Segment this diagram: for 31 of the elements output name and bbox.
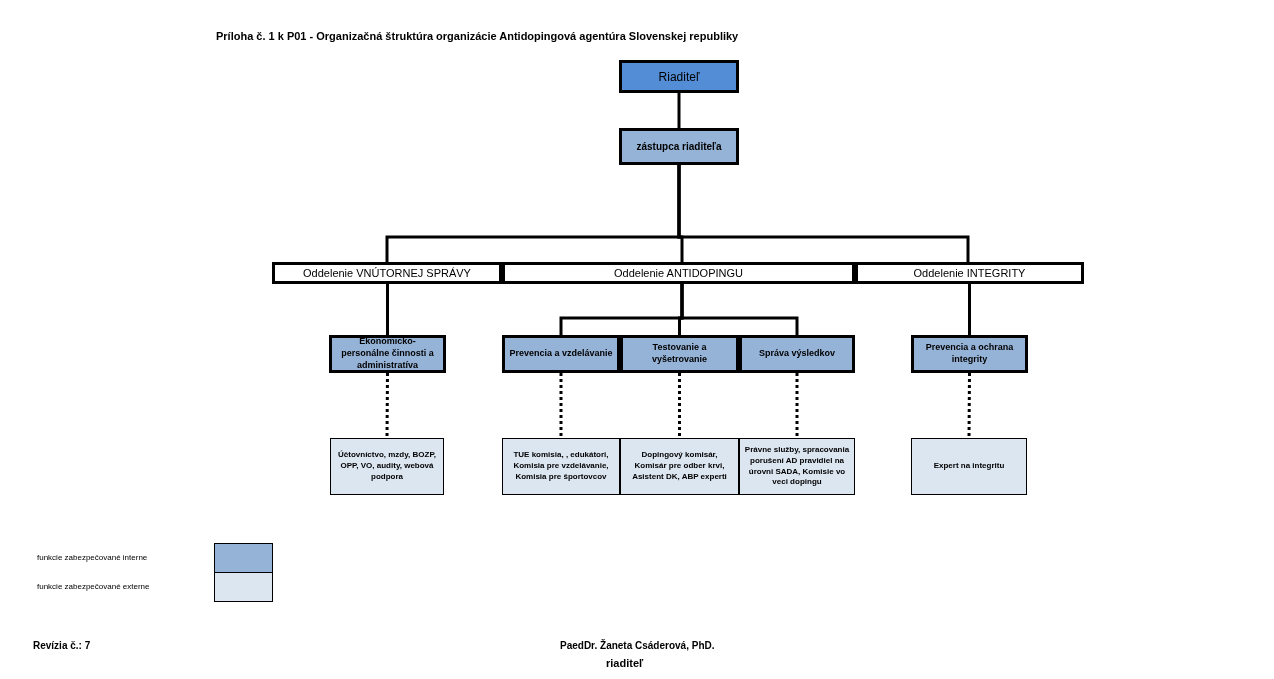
legend-text: funkcie zabezpečované interne	[37, 552, 148, 564]
signatory-name: PaedDr. Žaneta Csáderová, PhD.	[560, 638, 715, 653]
signatory-role: riaditeľ	[606, 656, 644, 671]
title: Príloha č. 1 k P01 - Organizačná štruktúra organizácie Antidopingová agentúra Slovenskej republiky	[216, 29, 739, 44]
revision-note: Revízia č.: 7	[33, 639, 91, 653]
director-box: Riaditeľ	[619, 60, 739, 93]
dashed-connector	[678, 373, 681, 438]
department-box: Oddelenie VNÚTORNEJ SPRÁVY	[272, 262, 502, 284]
unit-box: Ekonomicko-personálne činnosti a administratíva	[329, 335, 446, 373]
department-box: Oddelenie ANTIDOPINGU	[502, 262, 855, 284]
dashed-connector	[967, 373, 971, 438]
external-function-box: TUE komisia, , edukátori, Komisia pre vzdelávanie, Komisia pre športovcov	[502, 438, 620, 495]
unit-box: Prevencia a ochrana integrity	[911, 335, 1028, 373]
dashed-connector	[385, 373, 389, 438]
legend-text: funkcie zabezpečované externe	[37, 581, 150, 593]
deputy-box: zástupca riaditeľa	[619, 128, 739, 165]
dashed-connector	[795, 373, 799, 438]
external-function-box: Právne služby, spracovania porušení AD pravidiel na úrovni SADA, Komisie vo veci dopingu	[739, 438, 855, 495]
connector-line	[677, 165, 970, 262]
external-function-box: Účtovníctvo, mzdy, BOZP, OPP, VO, audity, webová podpora	[330, 438, 444, 495]
unit-box: Prevencia a vzdelávanie	[502, 335, 620, 373]
unit-box: Správa výsledkov	[739, 335, 855, 373]
unit-box: Testovanie a vyšetrovanie	[620, 335, 739, 373]
external-function-box: Expert na integritu	[911, 438, 1027, 495]
connector-line	[680, 284, 799, 335]
external-function-box: Dopingový komisár, Komisár pre odber krvi, Asistent DK, ABP experti	[620, 438, 739, 495]
connector-line	[386, 284, 389, 335]
department-box: Oddelenie INTEGRITY	[855, 262, 1084, 284]
dashed-connector	[559, 373, 563, 438]
connector-line	[677, 93, 681, 128]
connector-line	[968, 284, 971, 335]
